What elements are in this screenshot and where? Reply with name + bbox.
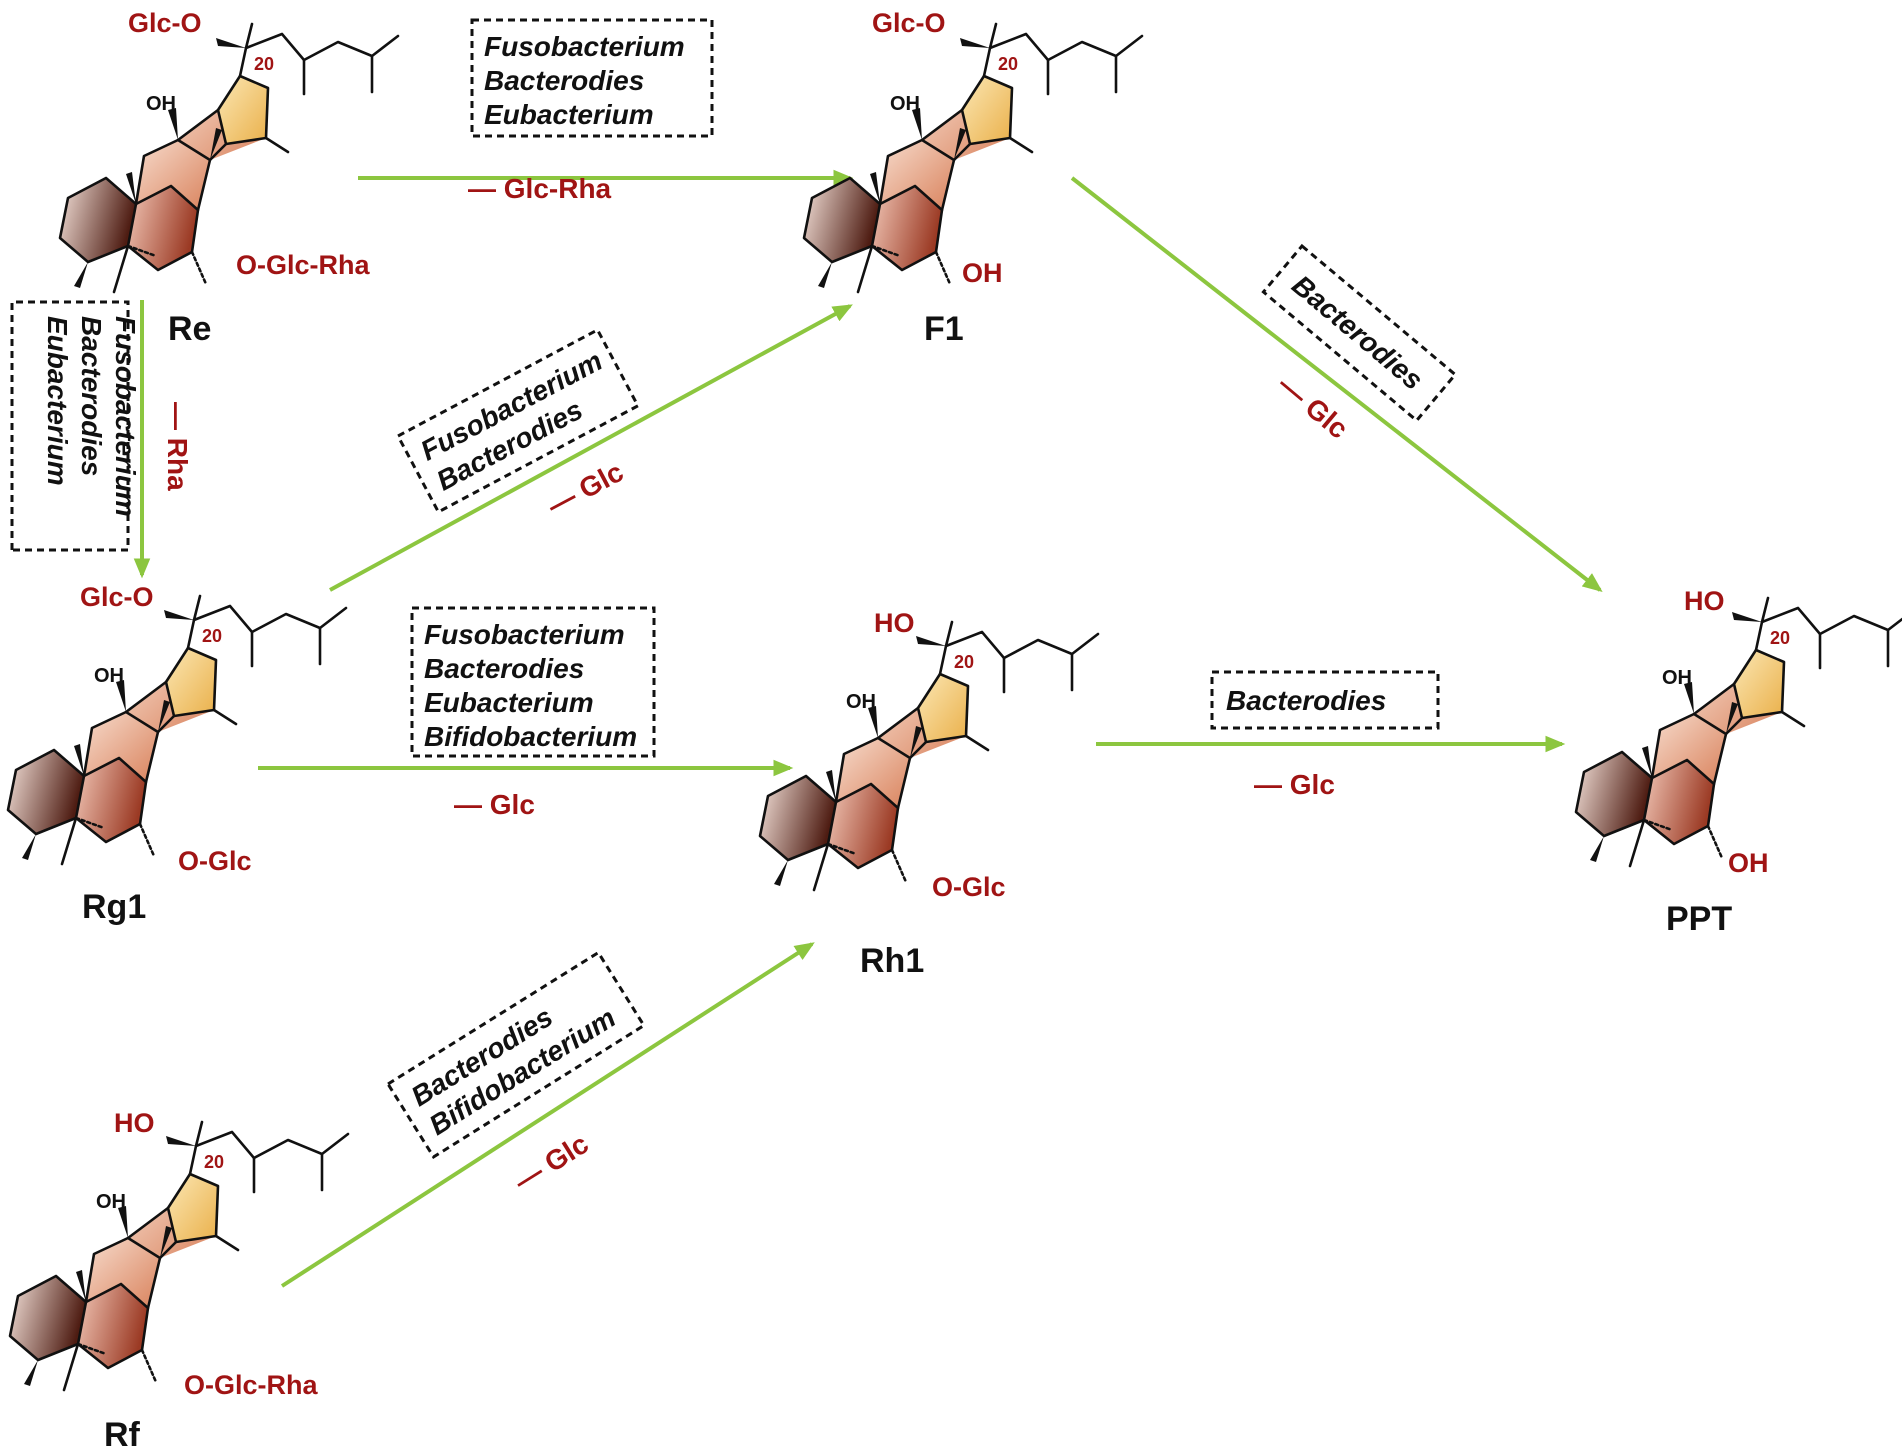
bacteria-label: Bacterodies (424, 653, 584, 684)
loss-label-re-to-rg1: — Rha (162, 402, 193, 491)
bacteria-label: Eubacterium (424, 687, 594, 718)
ppt-c20-group: HO (1684, 586, 1725, 616)
ppt-name: PPT (1666, 900, 1732, 938)
bacteria-box-rg1-to-rh1: Fusobacterium Bacterodies Eubacterium Bi… (410, 606, 656, 758)
bacteria-label: Eubacterium (42, 316, 73, 486)
re-c6-group: O-Glc-Rha (236, 250, 370, 280)
bacteria-label: Bacterodies (1286, 269, 1429, 396)
arrow-rg1-to-f1 (329, 304, 853, 592)
f1-c6-group: OH (962, 258, 1003, 288)
molecule-f1: Glc-O 20 OH OH (802, 8, 1144, 294)
rg1-c6-group: O-Glc (178, 846, 252, 876)
molecule-ppt: HO 20 OH OH (1574, 586, 1902, 878)
rf-c20-label: 20 (204, 1152, 224, 1172)
f1-c20-group: Glc-O (872, 8, 946, 38)
ppt-c20-label: 20 (1770, 628, 1790, 648)
rh1-c12-label: OH (846, 691, 876, 713)
arrows (133, 169, 1603, 1288)
loss-label-f1-to-ppt: — Glc (1272, 369, 1354, 445)
f1-c12-label: OH (890, 93, 920, 115)
f1-c20-label: 20 (998, 54, 1018, 74)
bacteria-label: Fusobacterium (110, 316, 141, 517)
arrow-rf-to-rh1 (280, 942, 815, 1288)
bacteria-label: Bacterodies (76, 316, 107, 476)
loss-label-rg1-to-rh1: — Glc (454, 789, 535, 820)
bacteria-box-re-to-rg1 (10, 300, 130, 552)
rg1-c20-group: Glc-O (80, 582, 154, 612)
bacteria-label: Bacterodies (1226, 685, 1386, 716)
bacteria-label: Bifidobacterium (424, 721, 637, 752)
re-c20-label: 20 (254, 54, 274, 74)
re-c20-group: Glc-O (128, 8, 202, 38)
f1-name: F1 (924, 310, 964, 348)
ppt-c12-label: OH (1662, 667, 1692, 689)
rg1-name: Rg1 (82, 888, 146, 926)
bacteria-box-re-to-f1: Fusobacterium Bacterodies Eubacterium (470, 18, 714, 138)
loss-label-re-to-f1: — Glc-Rha (468, 173, 612, 204)
arrow-f1-to-ppt (1070, 176, 1603, 593)
loss-label-rh1-to-ppt: — Glc (1254, 769, 1335, 800)
bacteria-label: Eubacterium (484, 99, 654, 130)
rf-c20-group: HO (114, 1108, 155, 1138)
rf-c6-group: O-Glc-Rha (184, 1370, 318, 1400)
bacteria-label: Fusobacterium (424, 619, 625, 650)
bacteria-label: Fusobacterium (484, 31, 685, 62)
bacteria-box-rh1-to-ppt: Bacterodies (1210, 670, 1440, 730)
rh1-c20-group: HO (874, 608, 915, 638)
rg1-c12-label: OH (94, 665, 124, 687)
rh1-name: Rh1 (860, 942, 924, 980)
rf-c12-label: OH (96, 1191, 126, 1213)
molecule-re: Glc-O 20 OH O-Glc-Rha (58, 8, 400, 294)
bacteria-label: Bacterodies (484, 65, 644, 96)
rf-name: Rf (104, 1416, 141, 1453)
molecule-rf: HO 20 OH O-Glc-Rha (8, 1108, 350, 1400)
loss-label-rf-to-rh1: — Glc (509, 1128, 594, 1197)
rh1-c20-label: 20 (954, 652, 974, 672)
re-c12-label: OH (146, 93, 176, 115)
rh1-c6-group: O-Glc (932, 872, 1006, 902)
molecule-rh1: HO 20 OH O-Glc (758, 608, 1100, 902)
ppt-c6-group: OH (1728, 848, 1769, 878)
bacteria-box-rf-to-rh1: Bacterodies Bifidobacterium (385, 950, 646, 1159)
molecule-rg1: Glc-O 20 OH O-Glc (6, 582, 348, 876)
re-name: Re (168, 310, 211, 348)
rg1-c20-label: 20 (202, 626, 222, 646)
